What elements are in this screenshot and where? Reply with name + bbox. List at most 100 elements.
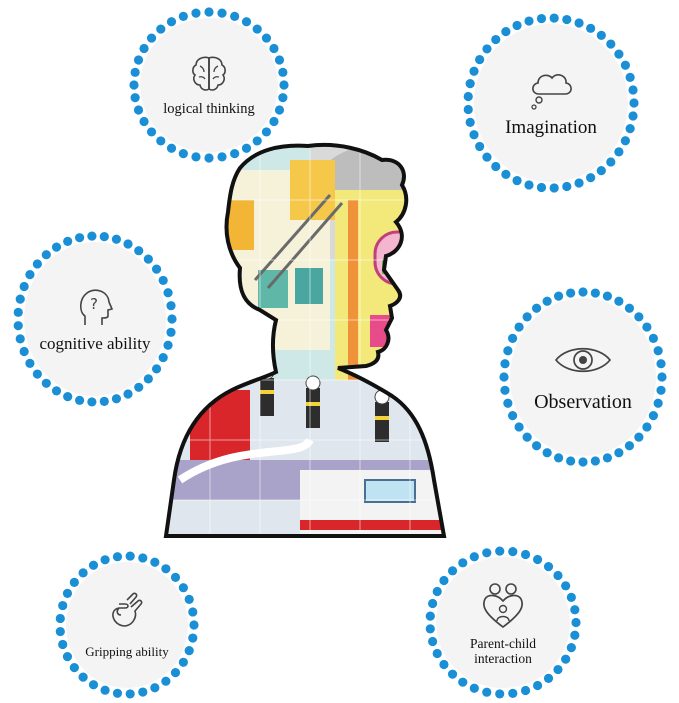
ring-dot <box>642 422 652 432</box>
ring-dot <box>151 264 162 274</box>
ring-dot <box>166 143 177 153</box>
ring-dot <box>482 687 492 697</box>
ring-dot <box>178 11 188 22</box>
ring-dot <box>566 643 576 653</box>
ring-dot <box>620 136 630 146</box>
ring-dot <box>522 312 532 322</box>
ring-dot <box>217 152 227 162</box>
ring-dot <box>261 33 272 43</box>
ring-dot <box>532 680 543 691</box>
ring-dot <box>112 688 123 698</box>
ring-dot <box>512 20 522 31</box>
ring-dot <box>269 43 279 54</box>
ring-dot <box>139 116 149 127</box>
skill-imagination: Imagination <box>462 12 640 194</box>
ring-dot <box>123 239 133 249</box>
ring-dot <box>549 13 559 23</box>
ring-dot <box>503 398 513 408</box>
ring-dot <box>482 152 492 162</box>
ring-dot <box>628 85 638 95</box>
ring-dot <box>19 346 29 357</box>
ring-dot <box>55 626 65 637</box>
ring-dot <box>63 236 73 246</box>
ring-dot <box>217 8 227 18</box>
ring-dot <box>269 116 279 127</box>
ring-dot <box>542 296 552 306</box>
ring-dot <box>602 291 613 301</box>
ring-dot <box>133 55 144 65</box>
ring-dot <box>543 673 554 684</box>
ring-dot <box>571 617 581 628</box>
ring-dot <box>428 636 438 647</box>
ring-dot <box>596 30 606 41</box>
ring-dot <box>19 281 29 292</box>
ring-dot <box>590 456 600 466</box>
ring-dot <box>561 654 571 664</box>
ring-dot <box>596 165 606 176</box>
ring-dot <box>642 322 652 332</box>
head-question-icon: ? <box>79 289 114 326</box>
circle-background <box>510 298 656 456</box>
ring-dot <box>606 39 616 49</box>
ring-dot <box>25 270 35 280</box>
hand-icon <box>112 592 143 627</box>
ring-dot <box>63 392 73 402</box>
ring-dot <box>161 564 171 574</box>
ring-dot <box>143 374 153 384</box>
ring-dot <box>188 607 198 617</box>
ring-dot <box>625 124 635 134</box>
ring-dot <box>566 592 576 602</box>
ring-dot <box>241 17 252 27</box>
ring-dot <box>463 91 473 102</box>
ring-dot <box>111 234 122 244</box>
ring-dot <box>542 448 552 458</box>
ring-dot <box>508 547 518 557</box>
ring-dot <box>602 453 613 463</box>
ring-dot <box>469 66 479 76</box>
ring-dot <box>184 594 194 604</box>
ring-dot <box>543 561 554 572</box>
ring-dot <box>648 333 658 344</box>
ring-dot <box>204 7 214 17</box>
ring-dot <box>143 254 153 264</box>
eye-icon <box>554 347 612 372</box>
ring-dot <box>170 572 181 582</box>
ring-dot <box>166 17 177 27</box>
ring-dot <box>88 680 99 690</box>
ring-dot <box>586 173 596 183</box>
ring-dot <box>74 233 85 243</box>
ring-dot <box>508 410 518 421</box>
circle-background <box>436 557 570 688</box>
ring-dot <box>111 394 122 404</box>
ring-dot <box>520 685 531 696</box>
ring-dot <box>491 34 501 45</box>
ring-dot <box>495 546 505 556</box>
ring-dot <box>278 67 288 77</box>
ring-dot <box>100 555 110 565</box>
ring-dot <box>574 18 584 28</box>
ring-dot <box>531 303 542 313</box>
ring-dot <box>574 178 584 188</box>
ring-dot <box>439 659 449 670</box>
ring-dot <box>501 169 511 179</box>
ring-dot <box>188 633 198 643</box>
ring-dot <box>439 575 449 586</box>
ring-dot <box>146 33 157 43</box>
ring-dot <box>15 334 25 344</box>
ring-dot <box>482 44 492 54</box>
dotted-ring <box>13 231 177 407</box>
ring-dot <box>191 152 201 162</box>
ring-dot <box>125 689 135 699</box>
ring-dot <box>133 105 144 115</box>
ring-dot <box>62 652 73 662</box>
ring-dot <box>129 80 139 90</box>
circle-background <box>24 242 166 396</box>
ring-dot <box>656 359 666 369</box>
ring-dot <box>614 448 624 458</box>
svg-text:?: ? <box>90 295 98 313</box>
ring-dot <box>657 372 667 382</box>
ring-dot <box>503 346 513 356</box>
ring-dot <box>553 291 564 301</box>
ring-dot <box>475 141 485 152</box>
ring-dot <box>653 346 663 356</box>
